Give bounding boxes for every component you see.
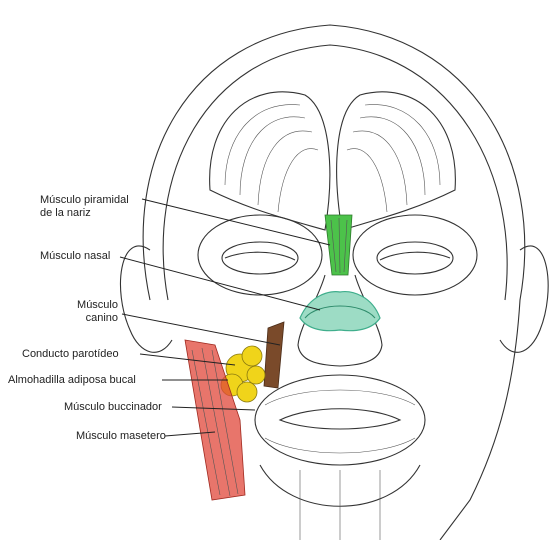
label-nasal: Músculo nasal — [40, 250, 110, 263]
frontalis-muscle — [210, 92, 456, 230]
label-almohadilla: Almohadilla adiposa bucal — [8, 374, 136, 387]
nasalis-muscle — [300, 292, 380, 331]
label-canino-line1: Músculo — [70, 299, 118, 312]
label-piramidal: Músculo piramidal de la nariz — [40, 194, 129, 220]
label-piramidal-line1: Músculo piramidal — [40, 194, 129, 207]
head-outline — [143, 25, 525, 540]
left-ear — [120, 246, 172, 352]
canine-muscle — [264, 322, 284, 388]
label-masetero: Músculo masetero — [76, 430, 166, 443]
label-canino-line2: canino — [70, 312, 118, 325]
label-canino: Músculo canino — [70, 299, 118, 325]
orbicularis-oris — [255, 375, 425, 465]
label-piramidal-line2: de la nariz — [40, 207, 129, 220]
label-conducto: Conducto parotídeo — [22, 348, 119, 361]
label-buccinador: Músculo buccinador — [64, 401, 162, 414]
